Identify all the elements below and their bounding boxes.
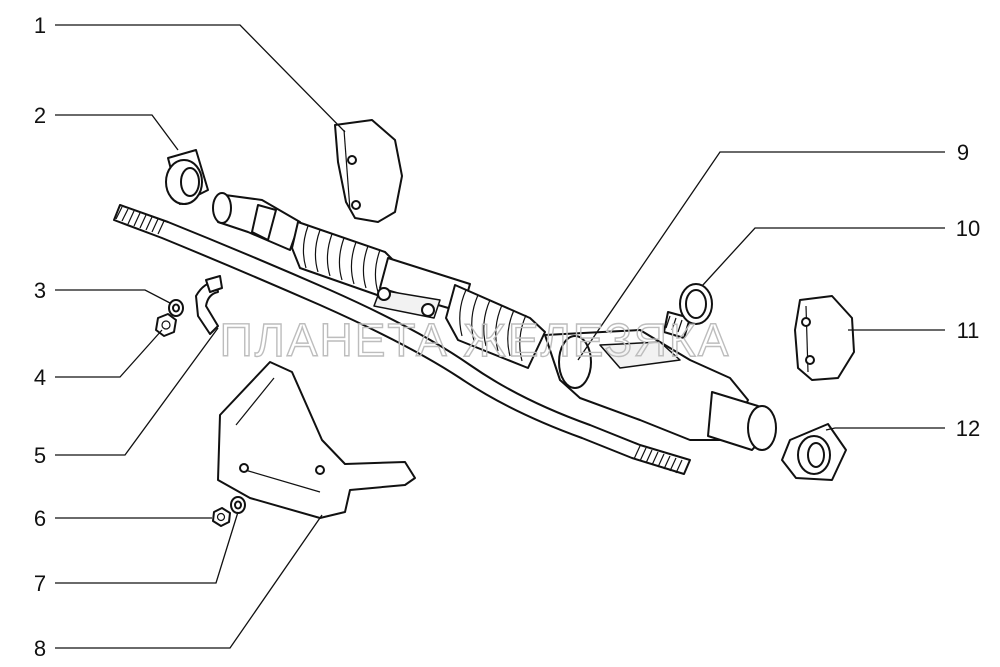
washer-7 (230, 496, 246, 514)
watermark: ПЛАНЕТА ЖЕЛЕЗЯКА (220, 314, 731, 366)
callout-5: 5 (34, 443, 46, 468)
callout-7: 7 (34, 571, 46, 596)
tie-rod (113, 204, 691, 475)
left-bellows (291, 221, 396, 297)
grommet-left (165, 149, 209, 205)
nut-6 (212, 507, 231, 527)
clamp-5 (195, 275, 223, 335)
washer-3 (168, 299, 184, 317)
upper-shield (334, 119, 403, 223)
callout-8: 8 (34, 636, 46, 661)
leader-lines (55, 24, 945, 649)
right-shield (794, 295, 855, 381)
callout-4: 4 (34, 365, 46, 390)
right-bellows (445, 284, 546, 369)
callout-11: 11 (957, 318, 980, 343)
left-end-tube (212, 192, 301, 251)
o-ring-10 (679, 283, 713, 325)
callout-6: 6 (34, 506, 46, 531)
steering-gear-body (544, 311, 777, 451)
grommet-right (781, 423, 847, 481)
callout-1: 1 (34, 13, 46, 38)
lower-shield (217, 361, 416, 519)
callout-3: 3 (34, 278, 46, 303)
callout-12: 12 (956, 416, 980, 441)
callout-9: 9 (957, 140, 969, 165)
rack-housing (373, 257, 471, 319)
callout-10: 10 (956, 216, 980, 241)
callout-2: 2 (34, 103, 46, 128)
